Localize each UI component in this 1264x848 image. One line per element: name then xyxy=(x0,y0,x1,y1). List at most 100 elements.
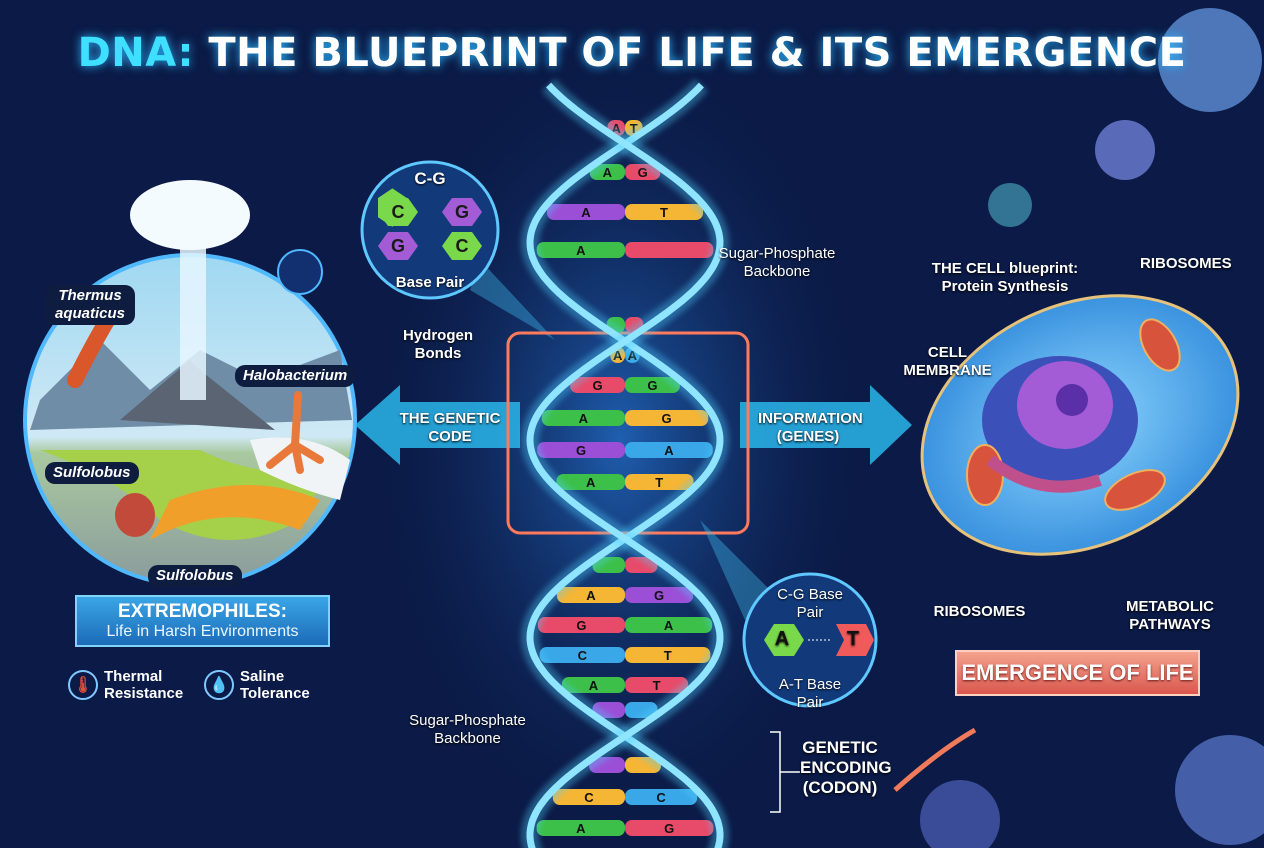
base-letter: A xyxy=(586,475,596,490)
helix-strand xyxy=(526,82,724,848)
base-pair-rung xyxy=(537,617,625,633)
trait-saline: 💧 Saline Tolerance xyxy=(204,668,320,702)
base-pair-rung xyxy=(570,377,625,393)
base-letter: G xyxy=(638,165,648,180)
banner-subtitle: Life in Harsh Environments xyxy=(106,623,299,640)
extremophiles-banner: EXTREMOPHILES: Life in Harsh Environment… xyxy=(75,595,330,647)
base-pair-rung xyxy=(625,410,709,426)
base-pair-rung xyxy=(625,442,713,458)
backbone-label-top: Sugar-Phosphate Backbone xyxy=(718,245,836,280)
label-sulfolobus-2: Sulfolobus xyxy=(148,565,242,587)
cell-membrane-label: CELL MEMBRANE xyxy=(903,344,992,379)
base-letter: T xyxy=(664,648,672,663)
base-pair-rung xyxy=(546,204,625,220)
base-letter: T xyxy=(653,678,661,693)
base-pair-rung xyxy=(625,789,698,805)
thermometer-icon: 🌡 xyxy=(68,670,98,700)
base-pair-rung xyxy=(625,242,714,258)
base-letter: G xyxy=(647,378,657,393)
base-pair-rung xyxy=(625,617,713,633)
label-halobacterium: Halobacterium xyxy=(235,365,356,387)
base-letter: C xyxy=(578,648,588,663)
at-inset-bottom: A-T Base Pair xyxy=(778,676,842,711)
base-pair-rung xyxy=(539,647,625,663)
emergence-banner: EMERGENCE OF LIFE xyxy=(955,650,1200,696)
cg-inset-title: C-G xyxy=(414,169,446,188)
base-letter: A xyxy=(576,821,586,836)
trait-thermal: 🌡 Thermal Resistance xyxy=(68,668,184,702)
base-pair-rung xyxy=(556,587,625,603)
halobacterium xyxy=(266,391,324,474)
base-letter: G xyxy=(576,443,586,458)
information-genes-label: INFORMATION (GENES) xyxy=(758,410,863,445)
base-pair-rung xyxy=(541,410,625,426)
base-pair-rung xyxy=(537,442,625,458)
base-t: T xyxy=(846,628,860,650)
base-pair-rung xyxy=(625,377,680,393)
extremophile-scene xyxy=(23,180,357,587)
cg-base-grid: C G G C xyxy=(378,198,488,260)
base-pair-rung xyxy=(625,647,711,663)
base-g: G xyxy=(442,198,482,226)
ribosomes-bottom-label: RIBOSOMES xyxy=(933,603,1026,620)
atom-badge xyxy=(277,249,323,295)
mitochondrion xyxy=(1104,469,1166,511)
backbone-label-bottom: Sugar-Phosphate Backbone xyxy=(409,712,526,747)
base-pair-rung xyxy=(556,474,625,490)
banner-title: EXTREMOPHILES: xyxy=(118,601,287,622)
at-inset-top: C-G Base Pair xyxy=(777,586,843,621)
base-letter: G xyxy=(592,378,602,393)
base-letter: A xyxy=(576,243,586,258)
helix-strand xyxy=(526,82,724,848)
base-pair-rung xyxy=(625,820,714,836)
mitochondrion xyxy=(966,444,1004,506)
base-letter: T xyxy=(655,475,663,490)
label-thermus: Thermus aquaticus xyxy=(45,285,135,325)
base-pair-rung xyxy=(625,587,694,603)
cell-illustration xyxy=(920,294,1240,556)
base-pair-rung xyxy=(552,789,625,805)
base-pair-rung xyxy=(625,204,704,220)
base-pair-rung xyxy=(625,677,689,693)
base-letter: G xyxy=(664,821,674,836)
base-c: C xyxy=(442,232,482,260)
decor-cells xyxy=(920,8,1264,848)
codon-bracket xyxy=(770,731,800,813)
golgi xyxy=(986,455,1102,493)
sulfolobus-cell xyxy=(115,493,155,537)
base-letter: A xyxy=(589,678,599,693)
metabolic-pathways-label: METABOLIC PATHWAYS xyxy=(1125,598,1215,633)
base-letter: A xyxy=(579,411,589,426)
base-a: A xyxy=(774,628,790,650)
cell-blueprint-label: THE CELL blueprint: Protein Synthesis xyxy=(931,260,1079,295)
hydrogen-bonds-label: Hydrogen Bonds xyxy=(402,327,473,362)
base-letter: A xyxy=(581,205,591,220)
ribosomes-top-label: RIBOSOMES xyxy=(1140,255,1232,272)
base-letter: C xyxy=(656,790,666,805)
base-g: G xyxy=(378,232,418,260)
emergence-arrow xyxy=(893,727,977,792)
base-letter: C xyxy=(584,790,594,805)
base-c: C xyxy=(378,198,418,226)
base-pair-rung xyxy=(561,677,625,693)
base-pair-rung xyxy=(536,820,625,836)
page-title: DNA: THE BLUEPRINT OF LIFE & ITS EMERGEN… xyxy=(77,30,1187,76)
cg-inset-label: Base Pair xyxy=(395,274,465,291)
base-letter: A xyxy=(664,443,674,458)
at-inset xyxy=(700,520,878,708)
water-drop-icon: 💧 xyxy=(204,670,234,700)
genetic-encoding-label: GENETIC ENCODING (CODON) xyxy=(800,738,892,797)
base-letter: G xyxy=(576,618,586,633)
base-pair-rung xyxy=(625,474,694,490)
mitochondrion xyxy=(1139,318,1181,372)
left-arrow xyxy=(355,385,520,465)
base-letter: G xyxy=(654,588,664,603)
label-sulfolobus: Sulfolobus xyxy=(45,462,139,484)
nucleolus xyxy=(1056,384,1088,416)
base-letter: A xyxy=(603,165,613,180)
base-letter: G xyxy=(662,411,672,426)
base-letter: A xyxy=(664,618,674,633)
geyser-jet xyxy=(180,230,206,400)
